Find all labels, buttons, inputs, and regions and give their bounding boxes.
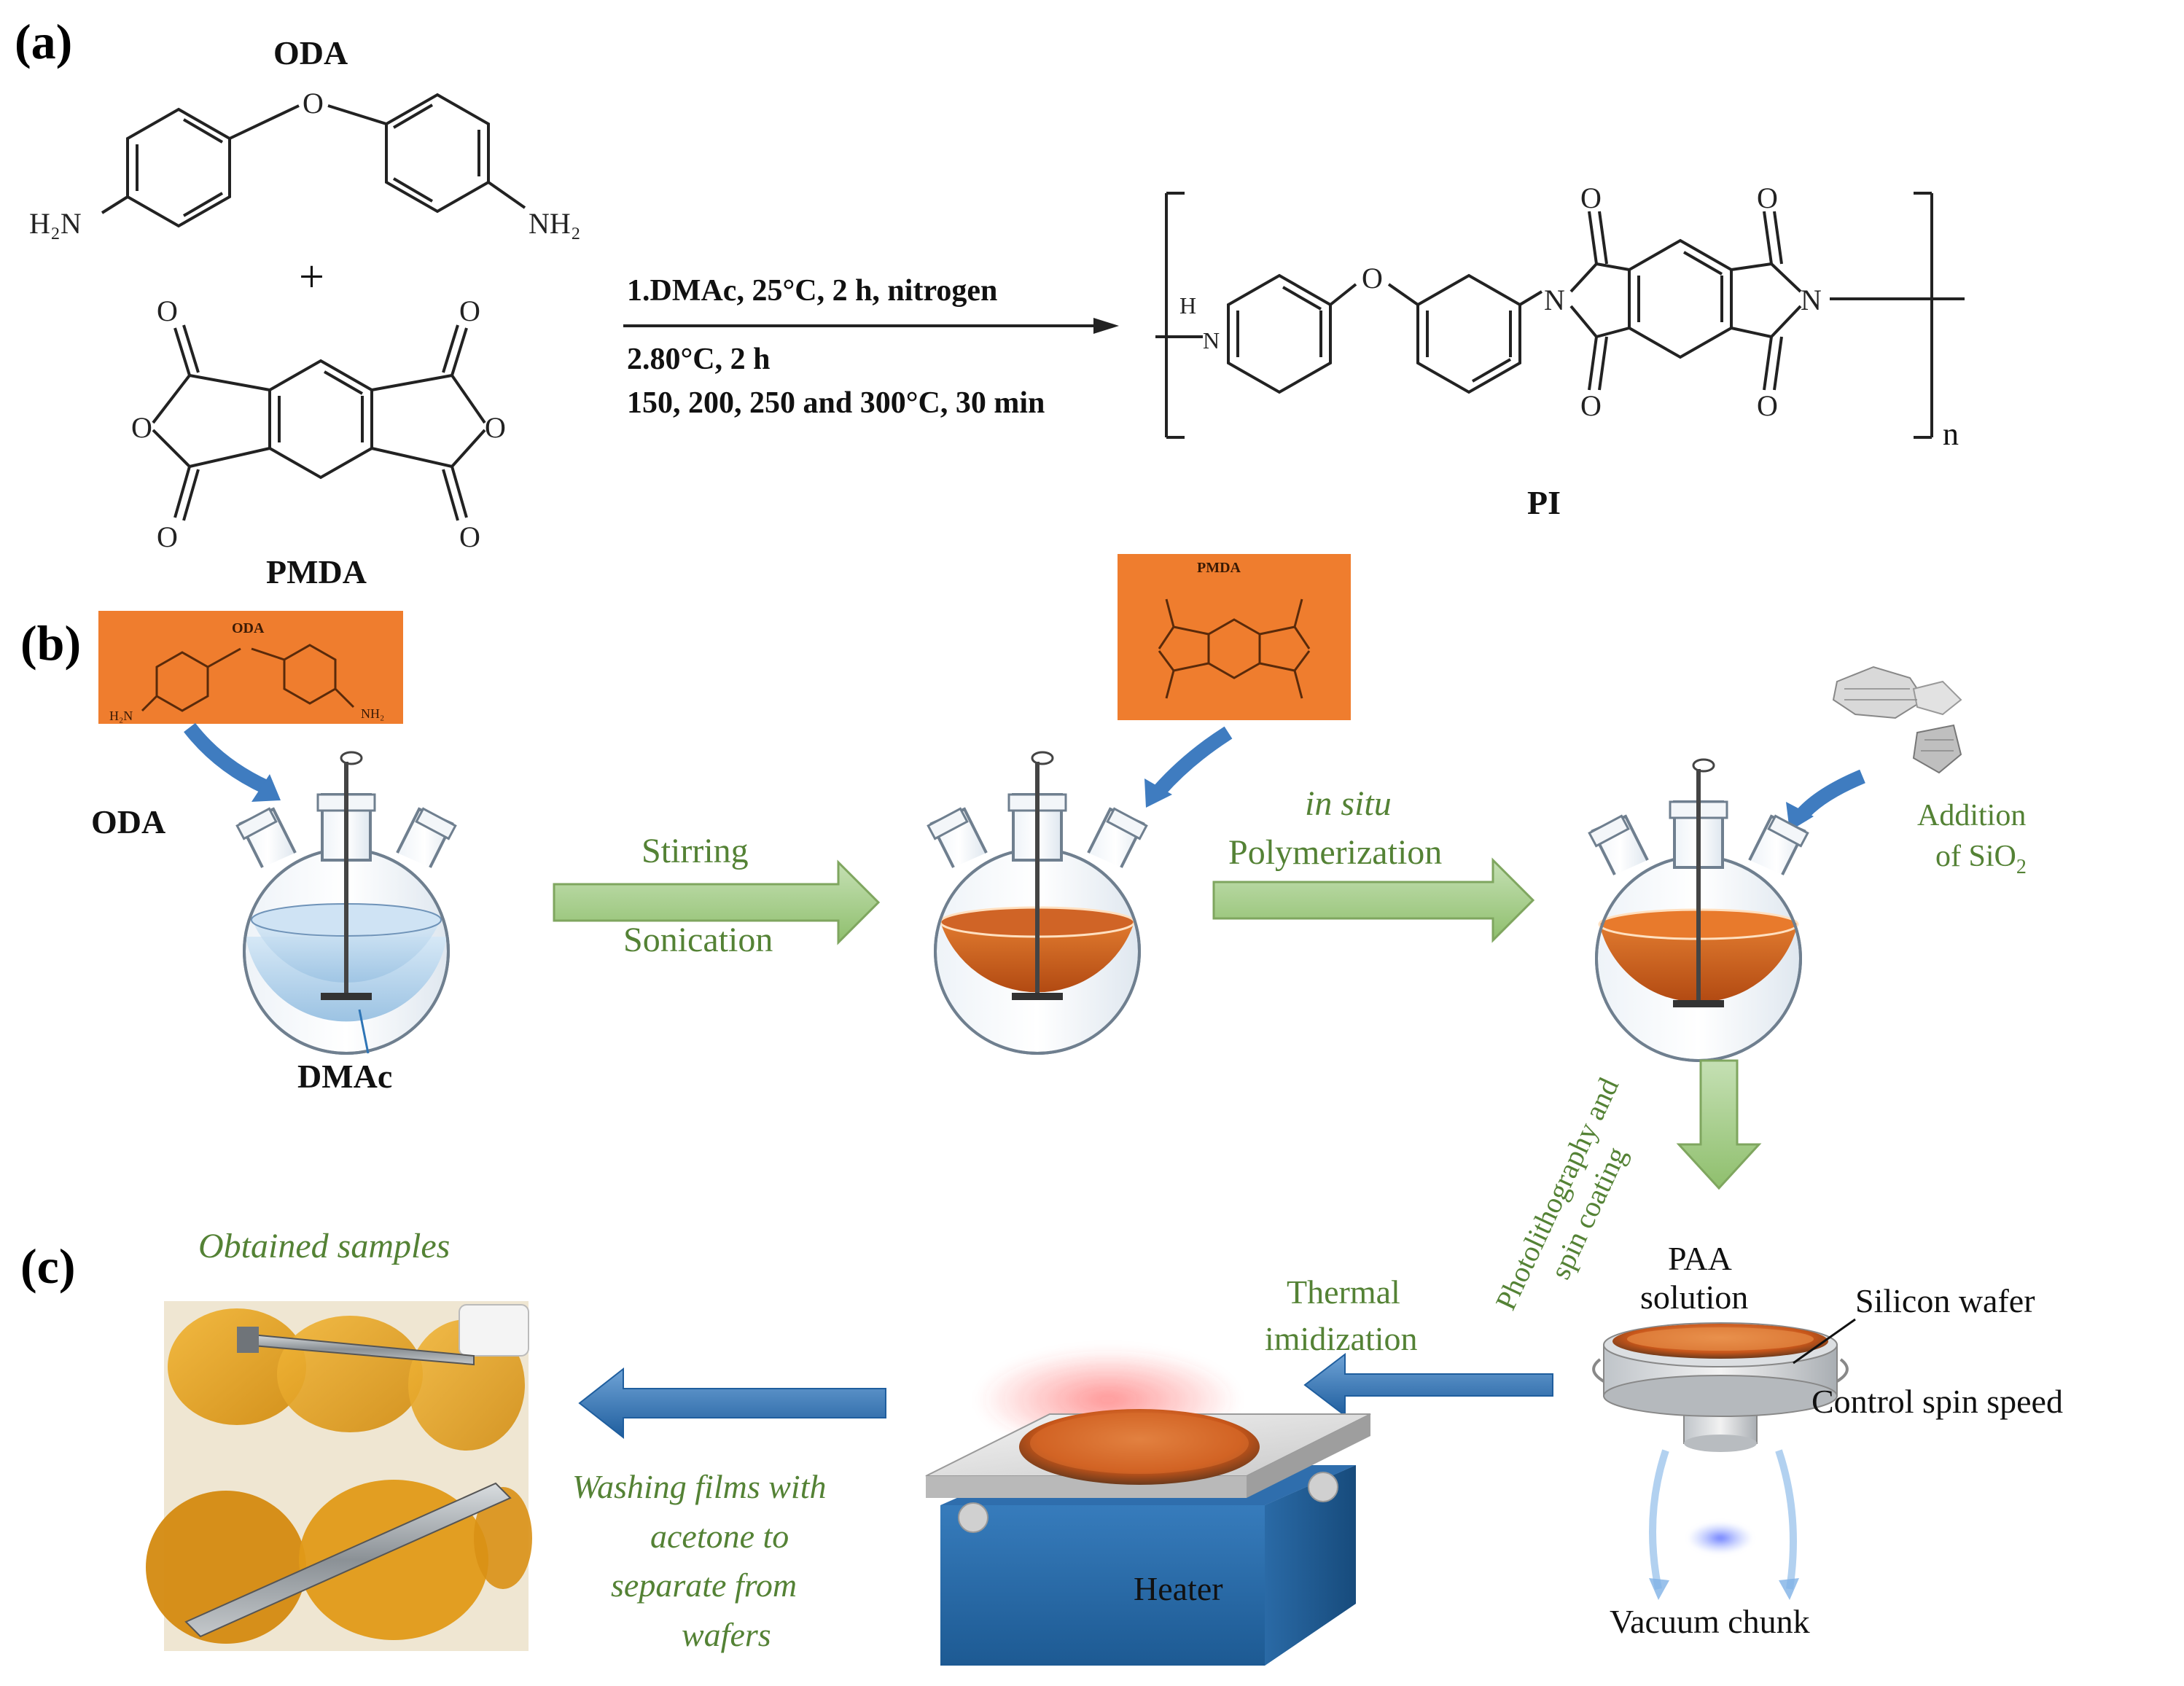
panel-label-a: (a) — [15, 14, 72, 69]
dmac-label: DMAc — [297, 1058, 392, 1095]
oda-box-h2n: H₂N — [109, 709, 133, 723]
pi-n-imide-left: N — [1544, 284, 1565, 316]
control-spin-label: Control spin speed — [1811, 1383, 2063, 1420]
scheme-text: ODA + PMDA 1.DMAc, 25°C, 2 h, nitrogen 2… — [266, 34, 1959, 590]
paa-line1: PAA — [1668, 1240, 1732, 1277]
thermal-labels: Thermal imidization — [1265, 1273, 1418, 1357]
oda-box-title: ODA — [232, 620, 265, 636]
repeat-unit-n: n — [1943, 416, 1959, 452]
pi-o-bottom-left: O — [1580, 389, 1602, 422]
washing-line-3: separate from — [611, 1566, 797, 1604]
oda-h2n-label: H₂N — [29, 207, 82, 240]
pi-o-top-left: O — [1580, 182, 1602, 214]
sio2-line1: Addition — [1917, 799, 2026, 832]
pmda-title: PMDA — [266, 553, 367, 590]
reaction-scheme — [101, 93, 1965, 521]
sio2-particles — [1832, 666, 1962, 774]
washing-line-4: wafers — [682, 1616, 771, 1653]
oda-structure — [101, 93, 526, 228]
sio2-line2: of SiO2 — [1935, 840, 2027, 878]
pmda-box: PMDA — [1118, 554, 1351, 720]
oda-side-label: ODA — [91, 803, 165, 840]
pi-o-bottom-right: O — [1757, 389, 1778, 422]
condition-line-1: 1.DMAc, 25°C, 2 h, nitrogen — [627, 274, 997, 308]
pmda-o-ring-left: O — [131, 411, 152, 444]
obtained-samples-label: Obtained samples — [198, 1227, 450, 1265]
pi-n-imide-right: N — [1801, 284, 1822, 316]
pi-n-left: N — [1203, 327, 1220, 354]
oda-title: ODA — [273, 34, 348, 71]
sonication-label: Sonication — [623, 921, 773, 959]
vacuum-label: Vacuum chunk — [1610, 1603, 1810, 1640]
spin-coating-label: Photolithography and spin coating — [1489, 1073, 1633, 1315]
oda-box-nh2: NH₂ — [361, 706, 384, 721]
add-arrow-pmda — [1144, 726, 1233, 808]
spin-coater — [1592, 1318, 1856, 1600]
add-arrow-oda — [184, 722, 281, 802]
panel-label-b: (b) — [20, 615, 81, 671]
arrow-stirring — [553, 859, 881, 945]
pmda-o-ring-right: O — [485, 411, 506, 444]
spin-coater-labels: PAA solution Silicon wafer Control spin … — [1610, 1240, 2063, 1640]
panel-label-c: (c) — [20, 1238, 75, 1294]
arrow-down-spin — [1676, 1059, 1762, 1190]
paa-line2: solution — [1640, 1279, 1748, 1316]
pi-title: PI — [1527, 484, 1561, 521]
washing-labels: Washing films with acetone to separate f… — [572, 1468, 826, 1653]
oda-nh2-label: NH₂ — [529, 207, 581, 240]
heater-label: Heater — [1134, 1570, 1223, 1607]
condition-line-3: 150, 200, 250 and 300°C, 30 min — [627, 386, 1045, 420]
washing-line-1: Washing films with — [572, 1468, 826, 1505]
heater — [925, 1349, 1371, 1666]
pi-structure — [1155, 192, 1965, 439]
thermal-line2: imidization — [1265, 1320, 1418, 1357]
samples-photo — [146, 1301, 532, 1651]
flask-dmac — [235, 751, 457, 1055]
pmda-box-title: PMDA — [1197, 560, 1241, 576]
flask-paa — [927, 751, 1148, 1055]
sio2-prefix: of SiO — [1935, 840, 2016, 873]
pi-o-ether: O — [1362, 262, 1383, 294]
polymerization-label: Polymerization — [1228, 833, 1442, 872]
arrow-washing — [578, 1367, 886, 1440]
arrow-polymerization — [1212, 857, 1535, 943]
pmda-o-top-right: O — [459, 294, 480, 327]
condition-line-2: 2.80°C, 2 h — [627, 343, 771, 376]
flask-paa-sio2 — [1588, 758, 1809, 1062]
washing-line-2: acetone to — [650, 1518, 789, 1555]
silicon-wafer-label: Silicon wafer — [1855, 1282, 2035, 1319]
plus-sign: + — [299, 252, 324, 302]
thermal-line1: Thermal — [1287, 1273, 1400, 1311]
oda-o-atom: O — [303, 87, 324, 120]
sio2-subscript: 2 — [2016, 856, 2027, 878]
step-labels: Stirring Sonication in situ Polymerizati… — [623, 784, 2027, 959]
arrow-thermal — [1303, 1352, 1553, 1418]
scheme-atom-labels: O H₂N NH₂ O O O O O O H N O N N O O O O — [29, 87, 1822, 553]
pmda-o-bottom-right: O — [459, 520, 480, 553]
pi-o-top-right: O — [1757, 182, 1778, 214]
oda-box: ODA H₂N NH₂ — [98, 611, 403, 724]
stirring-label: Stirring — [641, 832, 749, 870]
pmda-o-top-left: O — [157, 294, 178, 327]
in-situ-label: in situ — [1305, 784, 1392, 823]
pmda-o-bottom-left: O — [157, 520, 178, 553]
pmda-structure — [152, 324, 486, 521]
add-arrow-sio2 — [1786, 769, 1865, 831]
pi-h-atom: H — [1179, 292, 1196, 319]
